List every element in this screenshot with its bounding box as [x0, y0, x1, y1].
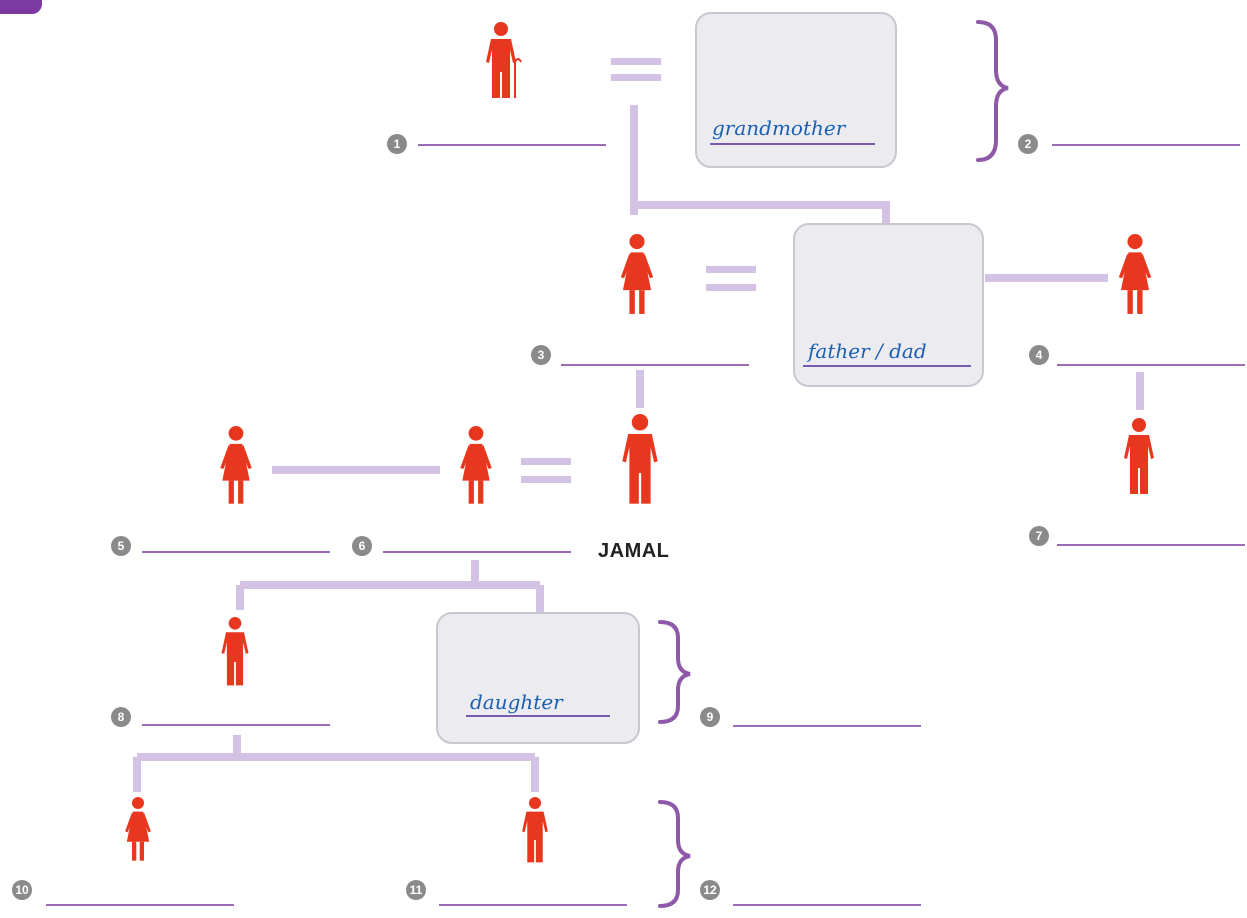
number-badge-1: 1	[387, 134, 407, 154]
connector-couple-to-children	[236, 560, 544, 612]
grouping-braces	[658, 20, 1009, 908]
brace-2	[976, 20, 1009, 162]
equals-sign-jamal	[521, 458, 571, 483]
example-answer-daughter: daughter	[470, 690, 563, 714]
answer-blank-5[interactable]	[142, 551, 330, 553]
number-badge-6: 6	[352, 536, 372, 556]
answer-blank-9[interactable]	[733, 725, 921, 727]
person-figure-sister-in-law	[220, 426, 252, 504]
answer-blank-8[interactable]	[142, 724, 330, 726]
person-figure-grandson	[522, 797, 548, 863]
answer-blank-6[interactable]	[383, 551, 571, 553]
example-box-grandmother	[695, 12, 897, 168]
equals-sign-parents	[706, 266, 756, 291]
answer-blank-2[interactable]	[1052, 144, 1240, 146]
number-badge-10: 10	[12, 880, 32, 900]
answer-blank-7[interactable]	[1057, 544, 1245, 546]
number-badge-9: 9	[700, 707, 720, 727]
example-box-daughter	[436, 612, 640, 744]
number-badge-3: 3	[531, 345, 551, 365]
answer-blank-10[interactable]	[46, 904, 234, 906]
number-badge-2: 2	[1018, 134, 1038, 154]
connector-son-to-grandchildren	[133, 735, 539, 792]
corner-tab	[0, 0, 42, 14]
example-answer-daughter-line	[466, 715, 610, 717]
number-badge-12: 12	[700, 880, 720, 900]
example-box-father	[793, 223, 984, 387]
answer-blank-4[interactable]	[1057, 364, 1245, 366]
person-figure-mother	[620, 234, 654, 314]
connector-lines	[133, 105, 1144, 792]
person-figure-grandfather	[486, 22, 522, 98]
brace-12	[658, 800, 691, 908]
person-figure-son	[221, 617, 249, 686]
example-answer-father-line	[803, 365, 971, 367]
number-badge-8: 8	[111, 707, 131, 727]
number-badge-7: 7	[1029, 526, 1049, 546]
marriage-signs	[521, 58, 756, 483]
person-figure-wife	[460, 426, 492, 504]
answer-blank-11[interactable]	[439, 904, 627, 906]
example-answer-grandmother: grandmother	[712, 116, 846, 140]
answer-blank-3[interactable]	[561, 364, 749, 366]
jamal-label: JAMAL	[598, 540, 670, 562]
number-badge-5: 5	[111, 536, 131, 556]
example-answer-father: father / dad	[808, 339, 927, 363]
person-figure-half-brother	[1124, 418, 1154, 494]
equals-sign-grandparents	[611, 58, 661, 81]
number-badge-11: 11	[406, 880, 426, 900]
example-answer-grandmother-line	[710, 143, 875, 145]
answer-blank-1[interactable]	[418, 144, 606, 146]
number-badge-4: 4	[1029, 345, 1049, 365]
connector-grandparents-to-father	[630, 105, 890, 225]
person-figure-stepmother	[1118, 234, 1152, 314]
person-figure-jamal	[622, 414, 658, 504]
person-figure-granddaughter	[125, 797, 151, 861]
brace-9	[658, 620, 691, 724]
answer-blank-12[interactable]	[733, 904, 921, 906]
